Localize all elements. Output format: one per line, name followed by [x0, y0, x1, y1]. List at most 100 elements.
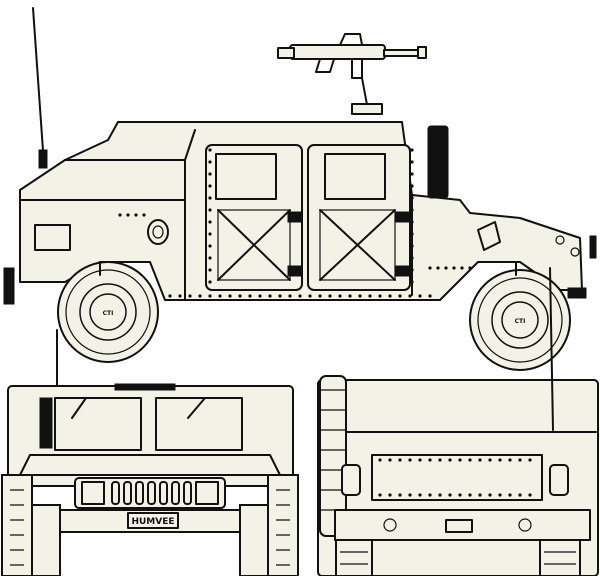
rivet [318, 294, 322, 298]
rivet [388, 493, 392, 497]
rivet [348, 294, 352, 298]
antenna-base [38, 149, 48, 169]
rivet [528, 493, 532, 497]
fuel-cap [147, 219, 169, 245]
front-view: HUMVEE [1, 329, 299, 576]
rivet [358, 294, 362, 298]
grille-slot [171, 481, 180, 505]
rivet [468, 493, 472, 497]
rivet [388, 458, 392, 462]
rivet [218, 294, 222, 298]
rivet [488, 458, 492, 462]
rivet [508, 458, 512, 462]
rivet [208, 196, 212, 200]
rivet [398, 458, 402, 462]
rivet [448, 458, 452, 462]
rivet [208, 268, 212, 272]
rivet [408, 294, 412, 298]
rivet [208, 294, 212, 298]
rivet [208, 256, 212, 260]
rear-antenna-icon [549, 267, 554, 431]
rear-door [307, 144, 411, 291]
rivet [410, 196, 414, 200]
rivet [418, 294, 422, 298]
rivet [168, 294, 172, 298]
grille-slot [135, 481, 144, 505]
rivet [248, 294, 252, 298]
rivet [408, 458, 412, 462]
rivet [418, 458, 422, 462]
rivet [208, 148, 212, 152]
rivet [452, 266, 456, 270]
rivet [428, 493, 432, 497]
rivet [208, 232, 212, 236]
grille-slot [183, 481, 192, 505]
rivet [378, 294, 382, 298]
rivet [428, 266, 432, 270]
rivet [410, 244, 414, 248]
rivet [488, 493, 492, 497]
rivet [438, 493, 442, 497]
side-rivets [118, 148, 472, 298]
rivet [238, 294, 242, 298]
rivet [208, 172, 212, 176]
rivet [378, 458, 382, 462]
grille-slot [111, 481, 120, 505]
rivet [208, 160, 212, 164]
rivet [410, 232, 414, 236]
front-wheel: CTI [57, 261, 159, 363]
rivet [460, 266, 464, 270]
rivet [338, 294, 342, 298]
rear-wheel: CTI [469, 269, 571, 371]
rivet [468, 266, 472, 270]
rivet [134, 213, 138, 217]
rivet [198, 294, 202, 298]
rivet [498, 458, 502, 462]
rivet [398, 294, 402, 298]
rivet [410, 268, 414, 272]
machine-gun-icon [277, 33, 427, 115]
rivet [418, 493, 422, 497]
rivet [410, 208, 414, 212]
exhaust-stack-icon [427, 125, 449, 199]
rivet [268, 294, 272, 298]
rivet [448, 493, 452, 497]
rivet [368, 294, 372, 298]
rivet [178, 294, 182, 298]
rivet [410, 220, 414, 224]
rivet [518, 493, 522, 497]
rivet [126, 213, 130, 217]
rivet [498, 493, 502, 497]
spare-tire-icon [319, 375, 347, 537]
rivet [518, 458, 522, 462]
rear-rivets [378, 458, 532, 497]
rivet [142, 213, 146, 217]
rivet [458, 493, 462, 497]
rivet [438, 458, 442, 462]
rivet [208, 280, 212, 284]
front-grille [111, 481, 192, 505]
side-view: CTI CTI [3, 7, 597, 371]
front-license-plate [127, 512, 179, 529]
rivet [278, 294, 282, 298]
rivet [410, 160, 414, 164]
rivet [258, 294, 262, 298]
rivet [436, 266, 440, 270]
rivet [410, 280, 414, 284]
rivet [478, 458, 482, 462]
rear-hub-marking: CTI [515, 318, 526, 325]
rivet [208, 220, 212, 224]
rivet [328, 294, 332, 298]
rivet [410, 148, 414, 152]
rivet [458, 458, 462, 462]
rivet [308, 294, 312, 298]
rivet [378, 493, 382, 497]
rivet [428, 458, 432, 462]
rivet [508, 493, 512, 497]
rivet [288, 294, 292, 298]
rivet [428, 294, 432, 298]
rivet [228, 294, 232, 298]
rivet [388, 294, 392, 298]
rear-view [317, 267, 599, 576]
